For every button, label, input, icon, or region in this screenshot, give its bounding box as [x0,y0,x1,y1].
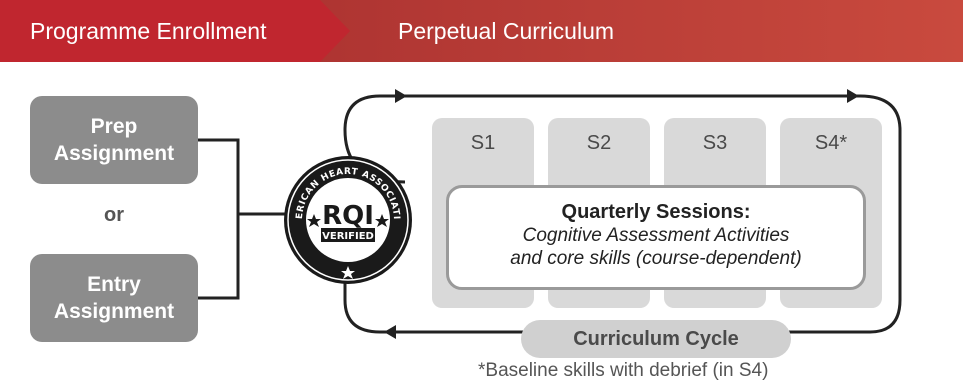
badge-star-bottom [341,266,355,279]
badge-main-text: RQI [322,201,374,231]
header-banner: Programme Enrollment Perpetual Curriculu… [0,0,963,62]
cycle-loop [343,94,902,334]
curriculum-cycle-label: Curriculum Cycle [521,320,791,358]
arrow-bottom-left [384,325,396,339]
prep-line1: Prep [90,115,138,138]
prep-assignment-box: Prep Assignment [30,96,198,184]
rqi-verified-badge: AMERICAN HEART ASSOCIATION RQI VERIFIED [282,154,412,284]
entry-assignment-box: Entry Assignment [30,254,198,342]
quarterly-sessions-box: Quarterly Sessions: Cognitive Assessment… [446,185,866,290]
quarterly-line1: Cognitive Assessment Activities [522,225,790,246]
banner-step1-shape [0,0,350,62]
badge-star-left [307,214,321,227]
entry-line2: Assignment [53,300,175,323]
badge-star-right [375,214,389,227]
prep-line2: Assignment [53,142,175,165]
banner-step2-label: Perpetual Curriculum [398,18,615,44]
or-label: or [104,204,124,226]
quarterly-title: Quarterly Sessions: [561,201,751,223]
quarterly-line2: and core skills (course-dependent) [510,248,802,269]
footnote: *Baseline skills with debrief (in S4) [478,360,769,381]
entry-line1: Entry [87,273,141,296]
banner-step1-label: Programme Enrollment [30,18,267,44]
arrow-top-right [847,89,859,103]
badge-sub-text: VERIFIED [322,231,374,242]
entry-bracket [198,138,240,300]
banner-shapes [0,0,963,62]
arrow-top-left [395,89,407,103]
